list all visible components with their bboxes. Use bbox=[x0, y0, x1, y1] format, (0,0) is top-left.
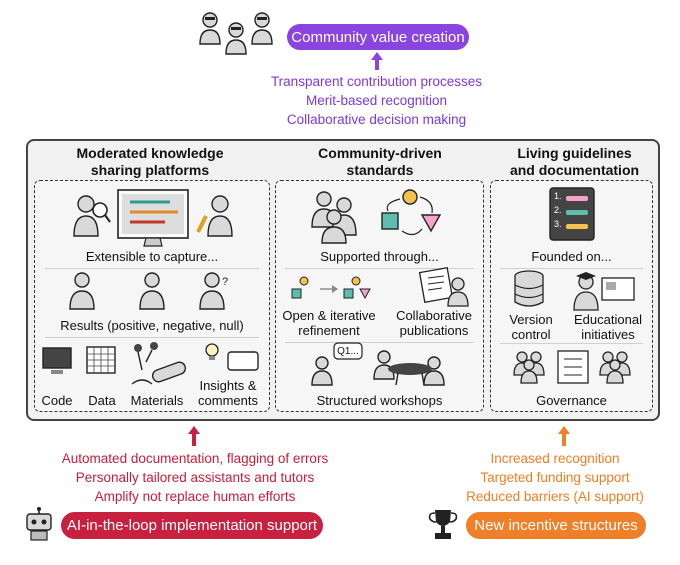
up-arrow-orange-icon bbox=[558, 426, 570, 446]
item-data: Data bbox=[88, 393, 116, 408]
item-version-control: Version control bbox=[509, 312, 553, 342]
item-open-iterative: Open & iterative refinement bbox=[282, 308, 376, 338]
supported-label: Supported through... bbox=[320, 249, 439, 264]
list-number: 1. bbox=[554, 191, 562, 201]
divider bbox=[45, 268, 259, 269]
item-insights: Insights & comments bbox=[198, 378, 258, 408]
bottom-right-items: Increased recognition Targeted funding s… bbox=[440, 449, 670, 506]
group-of-people-icon bbox=[199, 12, 273, 55]
item-materials: Materials bbox=[130, 393, 184, 408]
list-number: 2. bbox=[554, 205, 562, 215]
results-label: Results (positive, negative, null) bbox=[60, 318, 244, 333]
list-number: 3. bbox=[554, 219, 562, 229]
iterative-refinement-icon bbox=[291, 276, 371, 300]
divider bbox=[500, 343, 643, 344]
data-grid-icon bbox=[86, 346, 116, 374]
founded-label: Founded on... bbox=[531, 249, 612, 264]
new-incentive-pill: New incentive structures bbox=[466, 512, 646, 539]
item-collaborative-publications: Collaborative publications bbox=[396, 308, 472, 338]
governance-icon bbox=[513, 350, 631, 384]
up-arrow-red-icon bbox=[188, 426, 200, 446]
column-heading-standards: Community-driven standards bbox=[318, 145, 442, 178]
new-incentive-title: New incentive structures bbox=[474, 517, 638, 534]
top-item: Collaborative decision making bbox=[286, 112, 467, 127]
trophy-icon bbox=[428, 510, 458, 539]
bottom-left-items: Automated documentation, flagging of err… bbox=[20, 449, 370, 506]
item-structured-workshops: Structured workshops bbox=[316, 393, 443, 408]
ai-in-the-loop-title: AI-in-the-loop implementation support bbox=[66, 517, 318, 534]
educator-icon bbox=[573, 272, 635, 311]
item-educational-initiatives: Educational initiatives bbox=[574, 312, 642, 342]
community-value-title: Community value creation bbox=[291, 28, 465, 46]
bottom-right-item: Targeted funding support bbox=[480, 470, 630, 485]
column-heading-platforms: Moderated knowledge sharing platforms bbox=[76, 145, 224, 178]
bottom-left-item: Amplify not replace human efforts bbox=[94, 489, 296, 504]
up-arrow-purple-icon bbox=[371, 52, 383, 70]
bottom-right-item: Reduced barriers (AI support) bbox=[466, 489, 644, 504]
divider bbox=[285, 342, 474, 343]
item-code: Code bbox=[41, 393, 73, 408]
svg-text:?: ? bbox=[222, 276, 228, 288]
workshop-table-icon bbox=[311, 342, 445, 386]
top-item: Transparent contribution processes bbox=[270, 74, 483, 89]
top-item: Merit-based recognition bbox=[305, 93, 448, 108]
numbered-list-icon bbox=[549, 187, 595, 241]
community-value-pill: Community value creation bbox=[287, 24, 469, 50]
researchers-at-monitor-icon bbox=[73, 189, 233, 247]
bottom-left-item: Personally tailored assistants and tutor… bbox=[75, 470, 315, 485]
workshop-bubble-text: Q1... bbox=[337, 346, 359, 357]
divider bbox=[500, 268, 643, 269]
item-governance: Governance bbox=[536, 393, 607, 408]
three-researchers-icon: ? bbox=[69, 272, 228, 310]
column-heading-guidelines: Living guidelines and documentation bbox=[509, 145, 640, 178]
bottom-left-item: Automated documentation, flagging of err… bbox=[61, 451, 329, 466]
insights-icon bbox=[205, 343, 259, 371]
ai-in-the-loop-pill: AI-in-the-loop implementation support bbox=[61, 512, 323, 539]
code-icon bbox=[42, 347, 72, 374]
people-with-cycle-icon bbox=[311, 189, 442, 244]
top-items: Transparent contribution processes Merit… bbox=[200, 72, 553, 129]
divider bbox=[285, 268, 474, 269]
bottom-right-item: Increased recognition bbox=[490, 451, 620, 466]
divider bbox=[45, 337, 259, 338]
database-icon bbox=[514, 270, 544, 307]
materials-icon bbox=[131, 342, 187, 385]
collaborative-publications-icon bbox=[418, 267, 469, 307]
capture-label: Extensible to capture... bbox=[85, 249, 219, 264]
robot-icon bbox=[26, 507, 52, 541]
